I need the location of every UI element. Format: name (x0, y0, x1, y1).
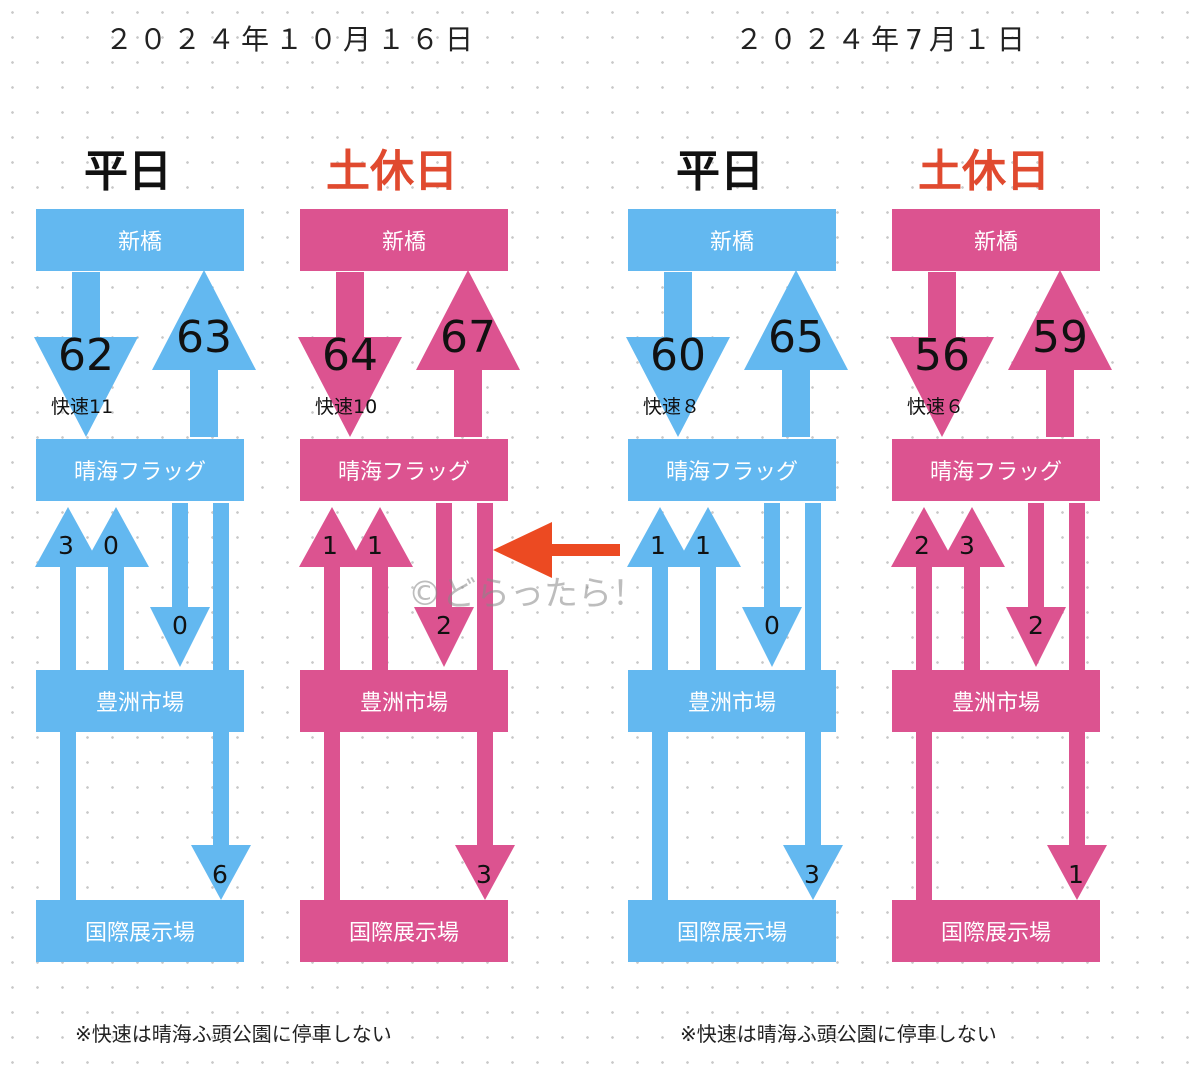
oct-holiday-station-kokusai-tenjijo: 国際展示場 (300, 900, 508, 962)
jul-weekday-kokusai-to-toyosu-line (652, 730, 668, 902)
oct-holiday-label-toyosu-to-harumi-a: 1 (322, 531, 338, 560)
jul-holiday-label-harumi-to-toyosu: 2 (1028, 611, 1044, 640)
oct-weekday-label-harumi-to-toyosu: 0 (172, 611, 188, 640)
oct-weekday-label-to-kokusai: 6 (212, 860, 228, 889)
oct-holiday-shimbashi-to-harumi-arrow (298, 272, 402, 437)
jul-holiday-label-toyosu-to-harumi-a: 2 (914, 531, 930, 560)
jul-holiday-title: 土休日 (918, 146, 1050, 197)
jul-weekday-label-toyosu-to-harumi-b: 1 (695, 531, 711, 560)
oct-weekday-station-harumi-flag: 晴海フラッグ (36, 439, 244, 501)
jul-weekday-label-to-kokusai: 3 (804, 860, 820, 889)
jul-holiday-label-harumi-to-shimbashi: 59 (1032, 312, 1088, 363)
oct-holiday-toyosu-to-harumi-arrow-a (299, 507, 365, 670)
oct-holiday-label-rapid: 快速10 (315, 396, 377, 418)
oct-holiday-toyosu-to-kokusai-arrow (455, 730, 515, 900)
left-date: ２０２４年１０月１６日 (105, 23, 480, 56)
jul-holiday-station-toyosu-market: 豊洲市場 (892, 670, 1100, 732)
left-note: ※快速は晴海ふ頭公園に停車しない (75, 1022, 392, 1046)
jul-weekday-label-toyosu-to-harumi-a: 1 (650, 531, 666, 560)
oct-weekday-label-shimbashi-to-harumi: 62 (58, 330, 114, 381)
jul-holiday-station-kokusai-tenjijo: 国際展示場 (892, 900, 1100, 962)
oct-holiday-label-toyosu-to-harumi-b: 1 (367, 531, 383, 560)
jul-weekday-label-shimbashi-to-harumi: 60 (650, 330, 706, 381)
jul-holiday-toyosu-to-kokusai-arrow (1047, 730, 1107, 900)
right-note: ※快速は晴海ふ頭公園に停車しない (680, 1022, 997, 1046)
jul-weekday-harumi-to-shimbashi-arrow (744, 270, 848, 437)
jul-holiday-toyosu-to-harumi-arrow-a (891, 507, 957, 670)
oct-holiday-kokusai-to-toyosu-line (324, 730, 340, 902)
oct-holiday-harumi-to-shimbashi-arrow (416, 270, 520, 437)
jul-holiday-station-shimbashi: 新橋 (892, 209, 1100, 271)
jul-holiday-station-harumi-flag: 晴海フラッグ (892, 439, 1100, 501)
jul-weekday-label-harumi-to-toyosu: 0 (764, 611, 780, 640)
oct-weekday-toyosu-to-harumi-arrow-a (35, 507, 101, 670)
jul-weekday-station-harumi-flag: 晴海フラッグ (628, 439, 836, 501)
oct-weekday-label-harumi-to-shimbashi: 63 (176, 312, 232, 363)
jul-holiday-harumi-through-line (1069, 503, 1085, 673)
oct-holiday-label-harumi-to-toyosu: 2 (436, 611, 452, 640)
jul-weekday-station-kokusai-tenjijo: 国際展示場 (628, 900, 836, 962)
oct-weekday-toyosu-to-kokusai-arrow (191, 730, 251, 900)
oct-weekday-label-toyosu-to-harumi-a: 3 (58, 531, 74, 560)
watermark: ©どらったら！ (408, 574, 646, 614)
comparison-arrow (493, 522, 620, 578)
jul-holiday-label-toyosu-to-harumi-b: 3 (959, 531, 975, 560)
oct-holiday-title: 土休日 (326, 146, 458, 197)
oct-weekday-kokusai-to-toyosu-line (60, 730, 76, 902)
oct-weekday-station-kokusai-tenjijo: 国際展示場 (36, 900, 244, 962)
oct-holiday-station-shimbashi: 新橋 (300, 209, 508, 271)
jul-weekday-toyosu-to-harumi-arrow-b (675, 507, 741, 670)
oct-holiday-station-toyosu-market: 豊洲市場 (300, 670, 508, 732)
jul-weekday-title: 平日 (676, 146, 764, 197)
oct-weekday-station-toyosu-market: 豊洲市場 (36, 670, 244, 732)
jul-holiday-kokusai-to-toyosu-line (916, 730, 932, 902)
jul-weekday-station-toyosu-market: 豊洲市場 (628, 670, 836, 732)
jul-weekday-label-rapid: 快速８ (643, 396, 700, 418)
jul-weekday-toyosu-to-kokusai-arrow (783, 730, 843, 900)
oct-weekday-label-rapid: 快速11 (51, 396, 113, 418)
jul-weekday-station-shimbashi: 新橋 (628, 209, 836, 271)
jul-holiday-shimbashi-to-harumi-arrow (890, 272, 994, 437)
jul-holiday-harumi-to-shimbashi-arrow (1008, 270, 1112, 437)
jul-holiday-harumi-to-toyosu-arrow (1006, 503, 1066, 667)
oct-weekday-title: 平日 (84, 146, 172, 197)
jul-weekday-harumi-to-toyosu-arrow (742, 503, 802, 667)
oct-weekday-harumi-to-toyosu-arrow (150, 503, 210, 667)
jul-holiday-toyosu-to-harumi-arrow-b (939, 507, 1005, 670)
oct-holiday-label-harumi-to-shimbashi: 67 (440, 312, 496, 363)
oct-holiday-station-harumi-flag: 晴海フラッグ (300, 439, 508, 501)
oct-weekday-toyosu-to-harumi-arrow-b (83, 507, 149, 670)
oct-holiday-label-to-kokusai: 3 (476, 860, 492, 889)
jul-holiday-label-shimbashi-to-harumi: 56 (914, 330, 970, 381)
jul-weekday-label-harumi-to-shimbashi: 65 (768, 312, 824, 363)
oct-holiday-harumi-to-toyosu-arrow (414, 503, 474, 667)
oct-weekday-harumi-through-line (213, 503, 229, 673)
oct-weekday-station-shimbashi: 新橋 (36, 209, 244, 271)
oct-weekday-shimbashi-to-harumi-arrow (34, 272, 138, 437)
oct-holiday-toyosu-to-harumi-arrow-b (347, 507, 413, 670)
oct-holiday-label-shimbashi-to-harumi: 64 (322, 330, 378, 381)
jul-holiday-label-to-kokusai: 1 (1068, 860, 1084, 889)
oct-weekday-harumi-to-shimbashi-arrow (152, 270, 256, 437)
right-date: ２０２４年7月１日 (735, 23, 1031, 56)
oct-holiday-harumi-through-line (477, 503, 493, 673)
jul-weekday-shimbashi-to-harumi-arrow (626, 272, 730, 437)
jul-weekday-toyosu-to-harumi-arrow-a (627, 507, 693, 670)
jul-holiday-label-rapid: 快速６ (907, 396, 964, 418)
jul-weekday-harumi-through-line (805, 503, 821, 673)
oct-weekday-label-toyosu-to-harumi-b: 0 (103, 531, 119, 560)
